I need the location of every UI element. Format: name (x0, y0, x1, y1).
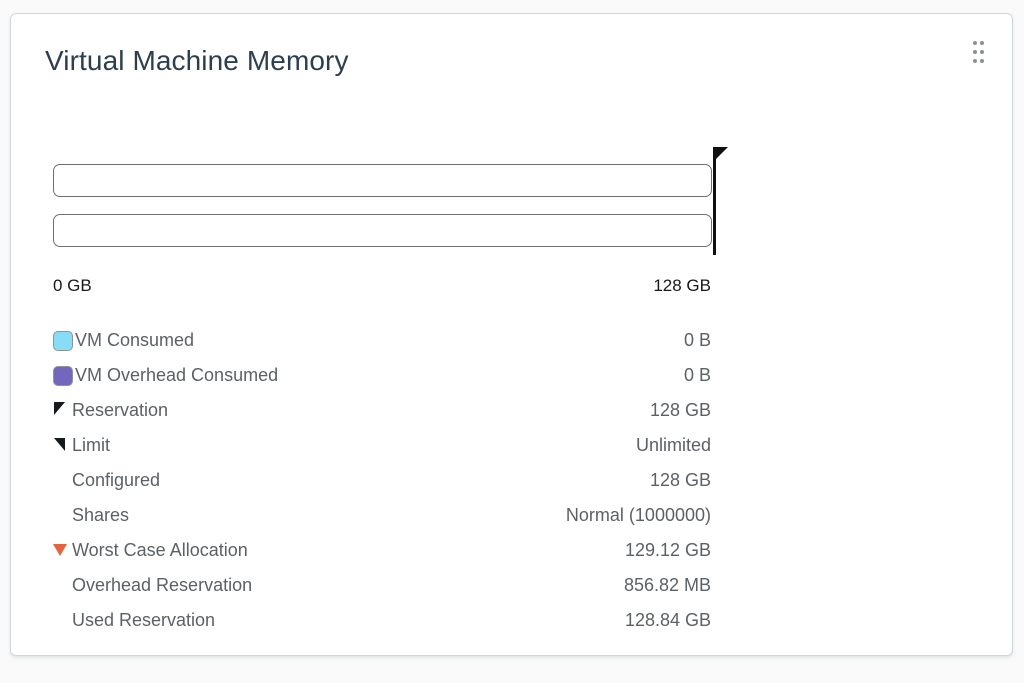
reservation-flag-icon (715, 147, 728, 160)
legend-row-reservation[interactable]: Reservation 128 GB (53, 393, 711, 428)
legend-row-left: Worst Case Allocation (53, 540, 248, 562)
legend-value-shares: Normal (1000000) (565, 505, 711, 525)
legend-row-vm-consumed[interactable]: VM Consumed 0 B (53, 323, 711, 358)
legend-row-left: Reservation (53, 400, 168, 422)
limit-flag-icon (53, 435, 72, 457)
virtual-machine-memory-card: Virtual Machine Memory 0 GB 128 GB (10, 13, 1013, 656)
swatch-fill (53, 330, 73, 351)
legend-label-vm-consumed: VM Consumed (75, 330, 195, 350)
legend-label-worst-case-allocation: Worst Case Allocation (72, 540, 248, 560)
worst-case-glyph (53, 543, 67, 556)
legend-row-left: Used Reservation (53, 610, 215, 632)
swatch-fill (53, 365, 73, 386)
reservation-marker-line (713, 147, 728, 255)
memory-bar-chart (43, 138, 743, 318)
drag-dot (980, 49, 984, 54)
legend-label-shares: Shares (72, 505, 130, 525)
page-title: Virtual Machine Memory (45, 45, 349, 76)
vm-overhead-consumed-color-swatch-icon (53, 365, 75, 387)
legend-row-left: VM Consumed (53, 330, 194, 352)
drag-dot (973, 58, 977, 63)
drag-dot (980, 58, 984, 63)
vm-overhead-consumed-bar-track[interactable] (53, 214, 712, 247)
legend-row-configured[interactable]: Configured 128 GB (53, 463, 711, 498)
drag-dot (980, 40, 984, 45)
memory-details-list: VM Consumed 0 B VM Overhead Consumed 0 B Res… (53, 323, 711, 638)
legend-label-reservation: Reservation (72, 400, 169, 420)
legend-value-worst-case-allocation: 129.12 GB (624, 540, 711, 560)
limit-glyph (54, 437, 65, 451)
vm-consumed-bar-track[interactable] (53, 164, 712, 197)
worst-case-allocation-triangle-icon (53, 540, 72, 562)
legend-row-left: Shares (53, 505, 129, 527)
legend-value-vm-overhead-consumed: 0 B (683, 365, 711, 385)
drag-dot (973, 40, 977, 45)
vm-consumed-color-swatch-icon (53, 330, 75, 352)
legend-row-overhead-reservation[interactable]: Overhead Reservation 856.82 MB (53, 568, 711, 603)
drag-handle-icon[interactable] (969, 40, 991, 68)
reservation-flag-icon (53, 400, 72, 422)
bar-axis: 0 GB 128 GB (53, 276, 711, 296)
legend-label-overhead-reservation: Overhead Reservation (72, 575, 253, 595)
legend-row-left: Limit (53, 435, 110, 457)
legend-row-left: Overhead Reservation (53, 575, 252, 597)
legend-value-vm-consumed: 0 B (683, 330, 711, 350)
legend-value-overhead-reservation: 856.82 MB (623, 575, 711, 595)
legend-row-vm-overhead-consumed[interactable]: VM Overhead Consumed 0 B (53, 358, 711, 393)
legend-row-worst-case-allocation[interactable]: Worst Case Allocation 129.12 GB (53, 533, 711, 568)
legend-row-shares[interactable]: Shares Normal (1000000) (53, 498, 711, 533)
reservation-glyph (54, 401, 65, 415)
marker-spacer (53, 470, 72, 492)
drag-dot (973, 49, 977, 54)
legend-value-used-reservation: 128.84 GB (624, 610, 711, 630)
marker-spacer (53, 505, 72, 527)
legend-row-limit[interactable]: Limit Unlimited (53, 428, 711, 463)
legend-value-limit: Unlimited (635, 435, 711, 455)
legend-value-configured: 128 GB (649, 470, 711, 490)
legend-row-left: Configured (53, 470, 160, 492)
legend-row-left: VM Overhead Consumed (53, 365, 278, 387)
legend-label-used-reservation: Used Reservation (72, 610, 216, 630)
legend-label-vm-overhead-consumed: VM Overhead Consumed (75, 365, 279, 385)
legend-value-reservation: 128 GB (649, 400, 711, 420)
axis-min-label: 0 GB (53, 276, 92, 295)
legend-label-limit: Limit (72, 435, 111, 455)
legend-row-used-reservation[interactable]: Used Reservation 128.84 GB (53, 603, 711, 638)
legend-label-configured: Configured (72, 470, 161, 490)
marker-spacer (53, 610, 72, 632)
marker-spacer (53, 575, 72, 597)
axis-max-label: 128 GB (653, 276, 711, 295)
